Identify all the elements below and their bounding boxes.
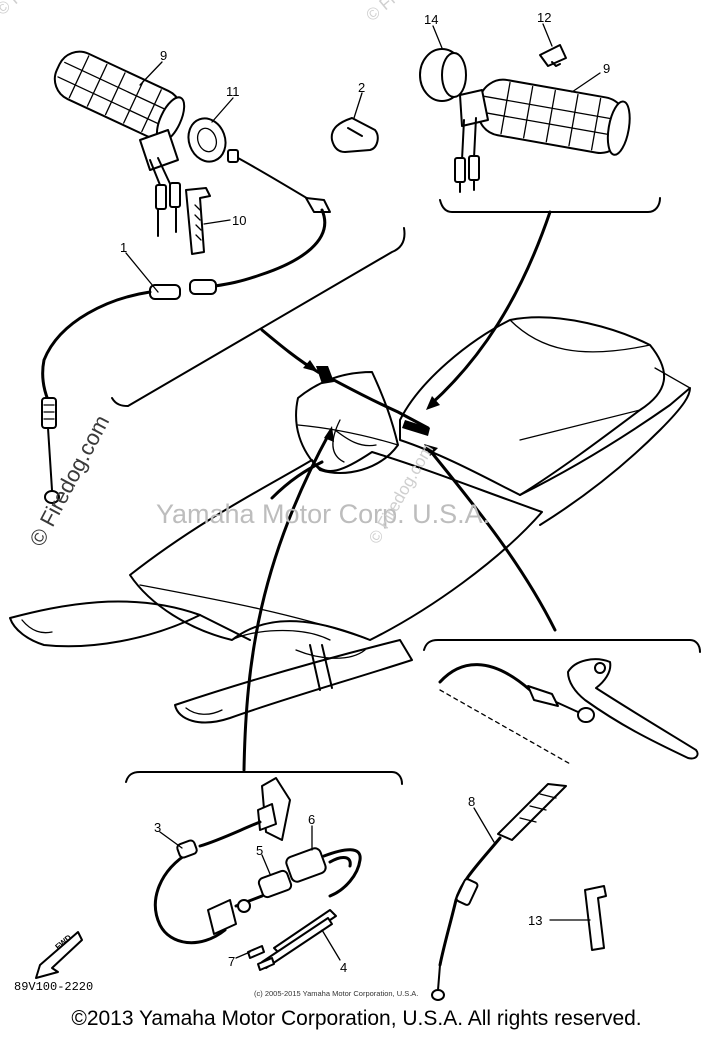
callout-part-2: 2 bbox=[358, 80, 365, 95]
fwd-arrow-icon: FWD bbox=[35, 931, 83, 979]
callout-part-7: 7 bbox=[228, 954, 235, 969]
callout-part-4: 4 bbox=[340, 960, 347, 975]
drawing-code: 89V100-2220 bbox=[14, 980, 93, 994]
copyright-footer: ©2013 Yamaha Motor Corporation, U.S.A. A… bbox=[71, 1007, 642, 1030]
callout-part-1: 1 bbox=[120, 240, 127, 255]
callout-part-3: 3 bbox=[154, 820, 161, 835]
callout-numbers: 1 2 3 4 5 6 7 8 9 9 10 11 12 13 14 bbox=[120, 10, 610, 975]
callout-part-6: 6 bbox=[308, 812, 315, 827]
corner-watermarks: © Fi © Fi bbox=[0, 0, 399, 25]
callout-part-9-left: 9 bbox=[160, 48, 167, 63]
callout-part-12: 12 bbox=[537, 10, 551, 25]
svg-text:© Fi: © Fi bbox=[0, 0, 29, 19]
callout-part-5: 5 bbox=[256, 843, 263, 858]
callout-frames bbox=[111, 197, 701, 785]
callout-part-10: 10 bbox=[232, 213, 246, 228]
lower-left-parts: FWD bbox=[35, 777, 362, 979]
lower-right-parts bbox=[431, 658, 699, 1001]
side-watermark: © Firedog.com bbox=[24, 411, 114, 550]
center-watermark: Yamaha Motor Corp. U.S.A. bbox=[156, 499, 490, 529]
upper-right-parts bbox=[419, 44, 631, 193]
callout-part-9-right: 9 bbox=[603, 61, 610, 76]
callout-part-14: 14 bbox=[424, 12, 438, 27]
svg-text:© Fi: © Fi bbox=[362, 0, 398, 25]
handlebar-grip-part bbox=[476, 78, 631, 156]
small-notice: (c) 2005-2015 Yamaha Motor Corporation, … bbox=[254, 989, 418, 998]
callout-leaders bbox=[125, 23, 601, 961]
snowmobile-illustration bbox=[9, 316, 691, 724]
callout-part-8: 8 bbox=[468, 794, 475, 809]
callout-part-11: 11 bbox=[226, 84, 240, 99]
faint-watermark: © Firedog.com bbox=[365, 441, 437, 547]
callout-part-13: 13 bbox=[528, 913, 542, 928]
upper-left-parts bbox=[41, 50, 379, 504]
